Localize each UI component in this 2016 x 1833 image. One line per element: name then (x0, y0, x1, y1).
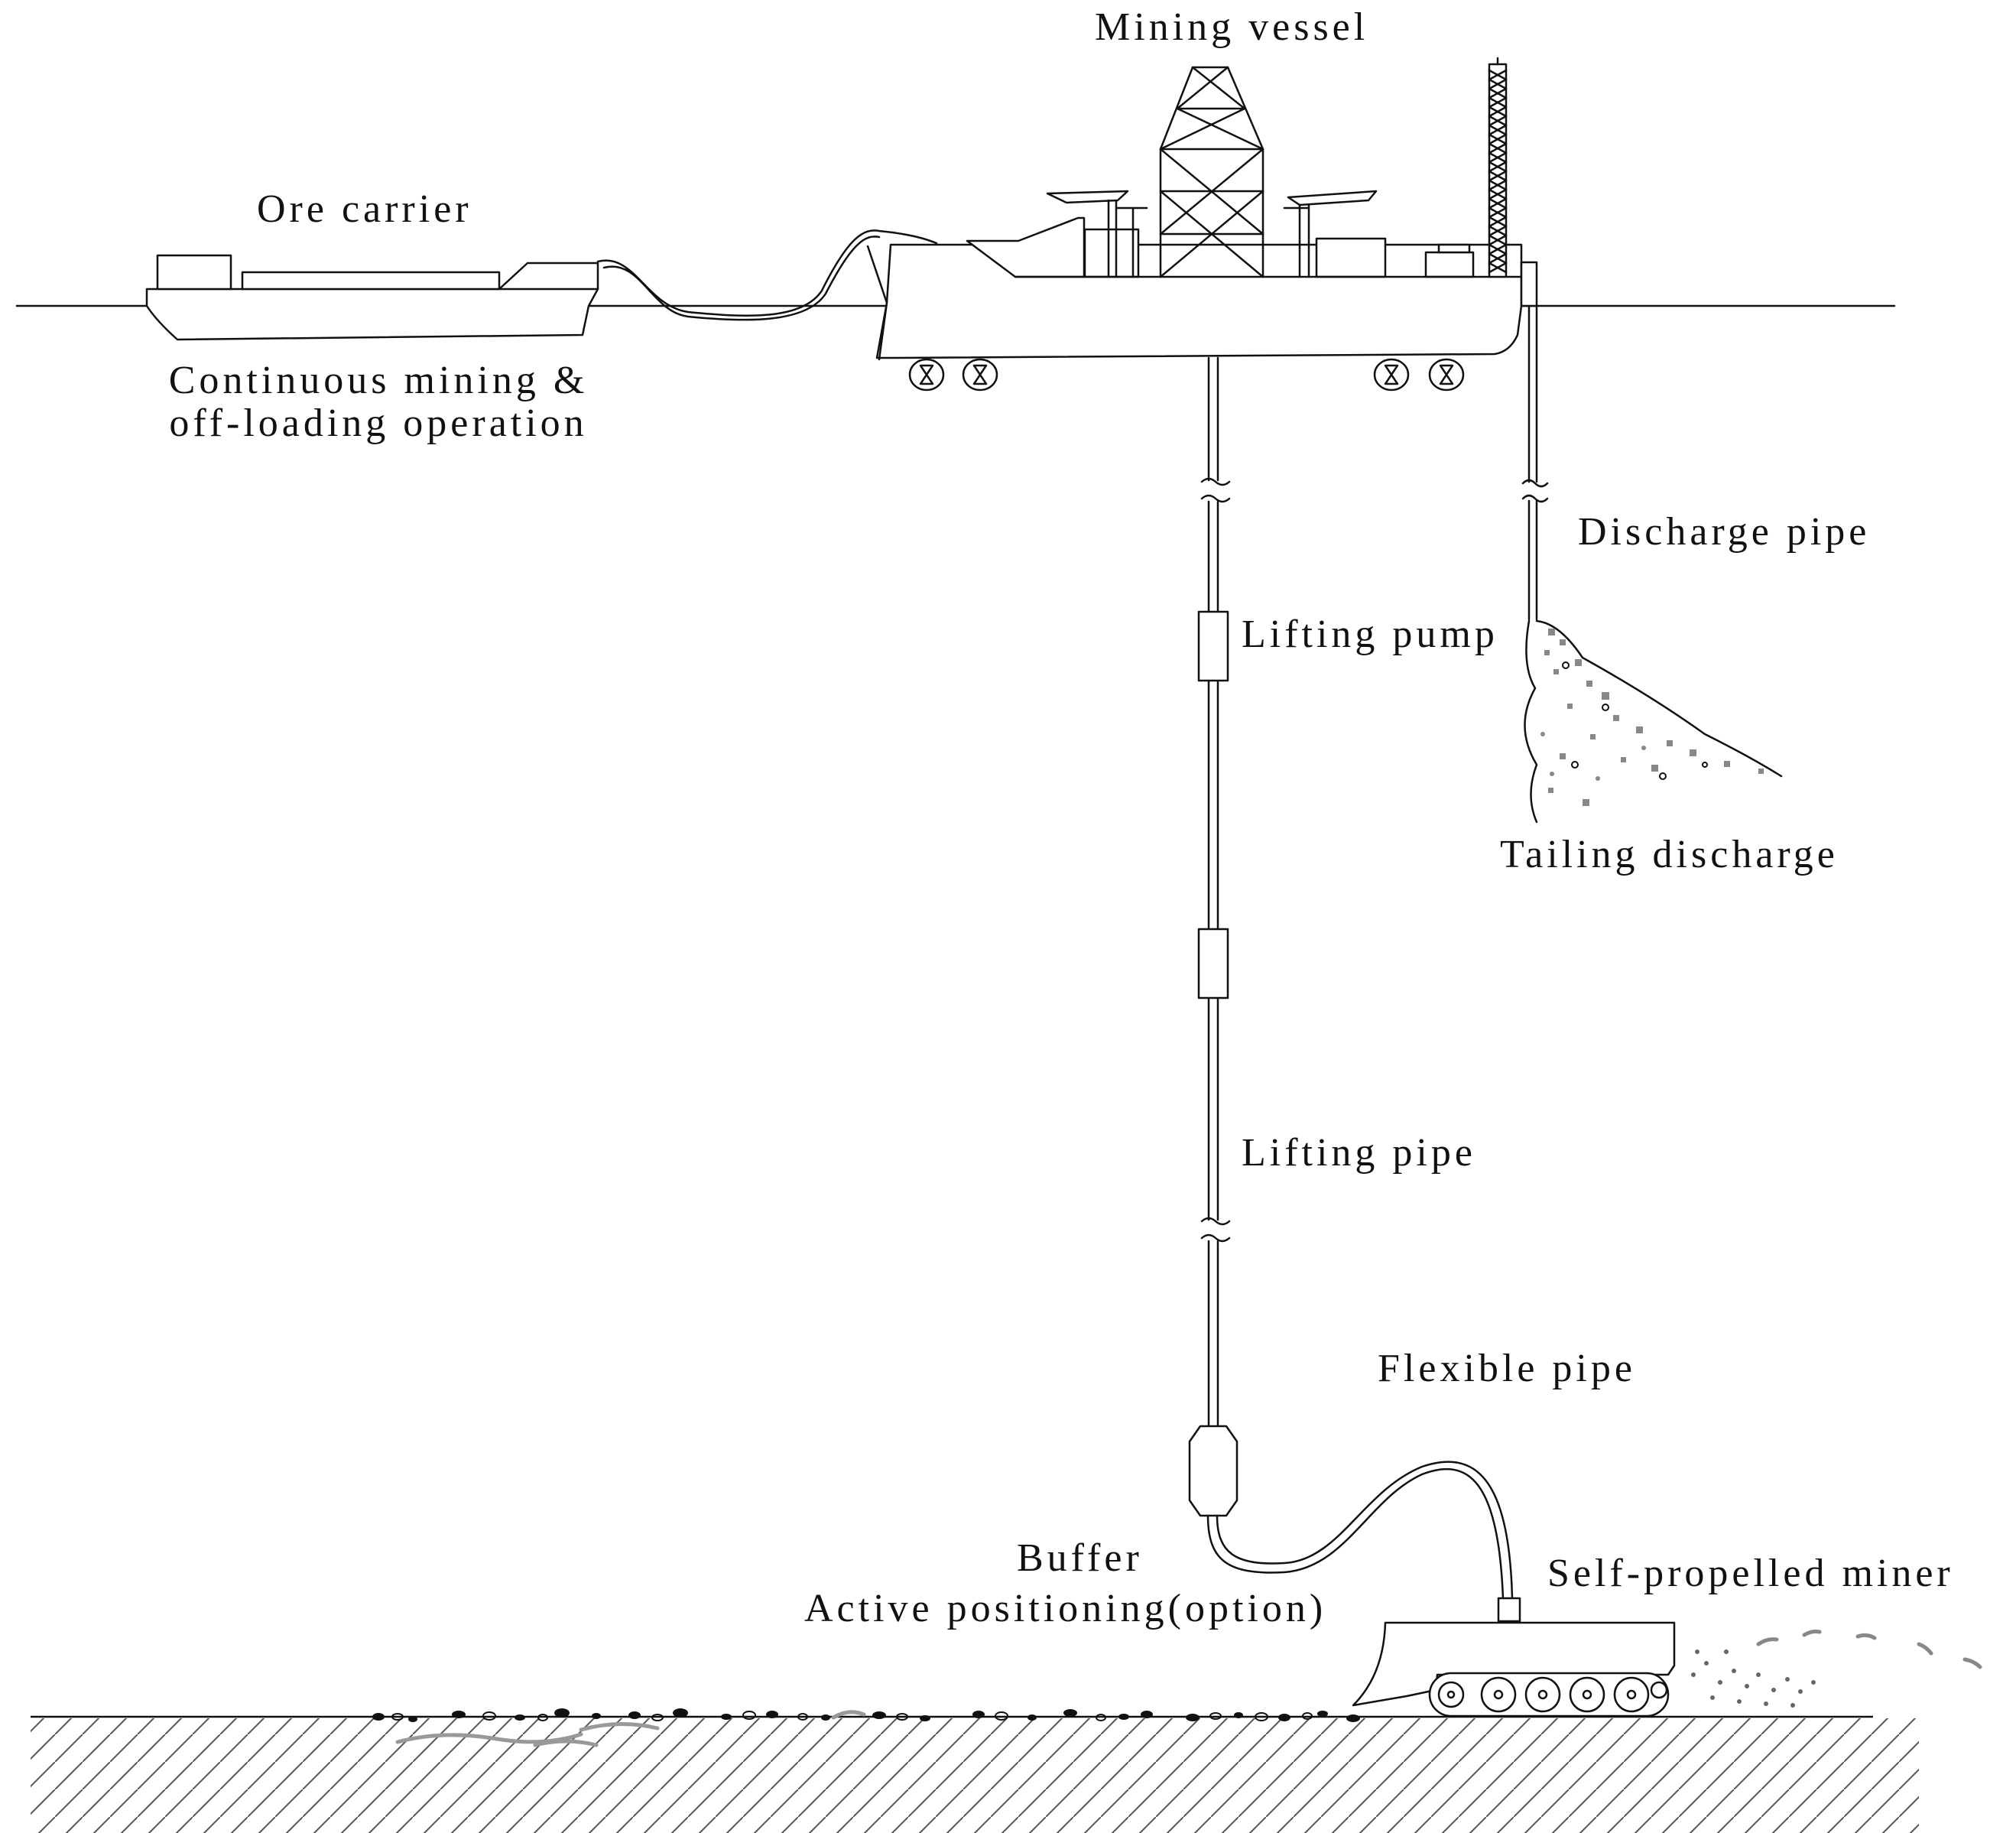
buffer-body (1188, 1425, 1238, 1517)
left-helideck (1046, 190, 1129, 204)
lifting-pump-lower (1197, 928, 1229, 999)
ore-carrier-cargo-deck (241, 271, 501, 291)
right-helideck (1287, 190, 1378, 206)
ore-carrier-cabin (156, 254, 232, 291)
tailing-particles (1540, 629, 1764, 806)
discharge-pipe (1520, 261, 1549, 621)
lifting-pump-upper (1197, 610, 1229, 682)
self-propelled-miner-label: Self-propelled miner (1547, 1552, 1954, 1595)
vessel-thrusters (908, 358, 1465, 392)
lifting-pipe (1200, 356, 1231, 1428)
derrick-tower (1159, 66, 1264, 278)
self-propelled-miner (1352, 1597, 1676, 1718)
operation-label-line2: off-loading operation (169, 401, 588, 445)
offloading-hose (596, 229, 938, 317)
tailing-discharge-label: Tailing discharge (1500, 833, 1839, 876)
ore-carrier-ship (145, 254, 599, 341)
miner-sediment-spray (1691, 1649, 1816, 1708)
stern-lattice-mast (1488, 57, 1508, 278)
discharge-pipe-label: Discharge pipe (1578, 510, 1871, 554)
seafloor-hatch (31, 1718, 1919, 1833)
lifting-pump-label: Lifting pump (1242, 613, 1498, 656)
mining-vessel-hull (875, 243, 1523, 359)
ore-carrier-hull (145, 288, 599, 341)
mining-vessel-label: Mining vessel (1095, 5, 1369, 49)
seafloor-pebbles (391, 1711, 1313, 1721)
mining-vessel-ship (866, 57, 1523, 392)
buffer-label: Buffer (1017, 1536, 1143, 1580)
flexible-pipe (1206, 1461, 1514, 1600)
ore-carrier-bow (498, 262, 599, 291)
lifting-pipe-label: Lifting pipe (1242, 1131, 1476, 1175)
ore-carrier-label: Ore carrier (257, 187, 472, 231)
seafloor-nodules (372, 1708, 1360, 1722)
tailing-plume (1535, 619, 1783, 778)
flexible-pipe-label: Flexible pipe (1378, 1347, 1636, 1390)
operation-label-line1: Continuous mining & (168, 359, 589, 402)
active-positioning-label: Active positioning(option) (804, 1587, 1327, 1630)
miner-track-wheels (1437, 1676, 1668, 1713)
